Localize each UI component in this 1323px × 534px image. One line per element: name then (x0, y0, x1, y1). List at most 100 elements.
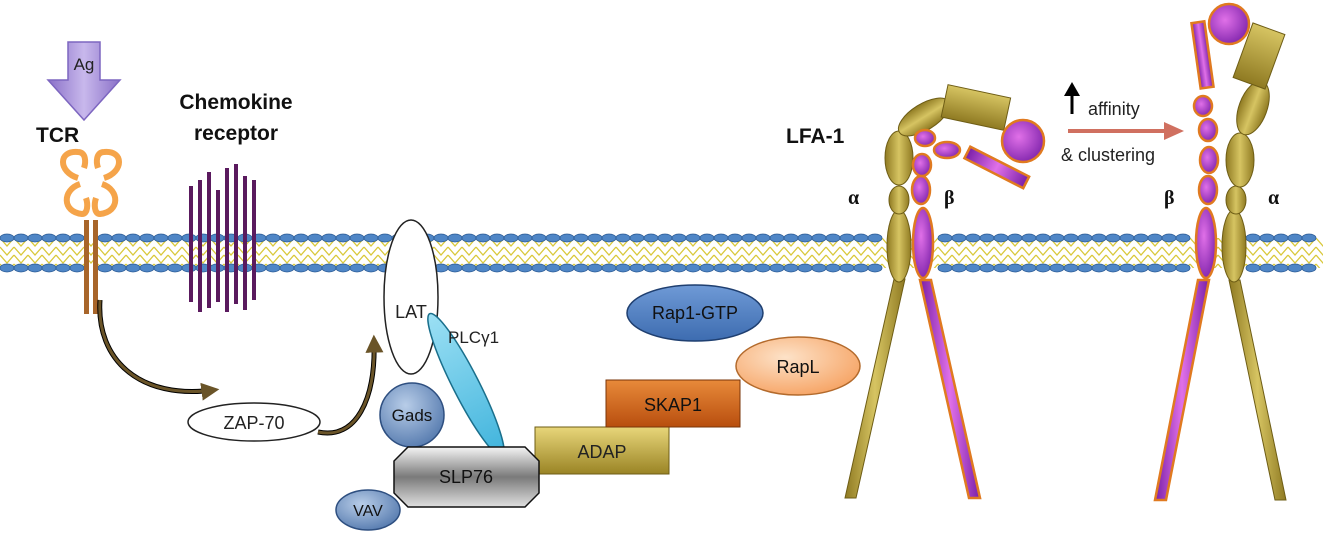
lipid-head (769, 263, 785, 273)
lipid-head (489, 233, 505, 243)
lipid-head (1021, 233, 1037, 243)
lipid-head (643, 233, 659, 243)
lipid-head (629, 233, 645, 243)
lipid-head (853, 263, 869, 273)
lipid-head (657, 233, 673, 243)
lipid-head (825, 233, 841, 243)
lipid-head (1147, 233, 1163, 243)
skap1-node: SKAP1 (605, 379, 741, 428)
lipid-head (993, 263, 1009, 273)
arrow-zap70-to-lat (317, 334, 384, 435)
lipid-head (615, 233, 631, 243)
lipid-head (1245, 263, 1261, 273)
lipid-head (139, 263, 155, 273)
lipid-head (727, 263, 743, 273)
lipid-head (363, 263, 379, 273)
lipid-head (1063, 233, 1079, 243)
lfa1-beta-label: β (944, 187, 955, 209)
lipid-head (13, 263, 29, 273)
lipid-head (349, 233, 365, 243)
lipid-head (1175, 263, 1191, 273)
lipid-head (503, 263, 519, 273)
tcr-transmembrane-right (93, 220, 98, 314)
lipid-head (41, 263, 57, 273)
lipid-head (1063, 263, 1079, 273)
lipid-head (125, 263, 141, 273)
lipid-head (965, 233, 981, 243)
lipid-head (1259, 263, 1275, 273)
lipid-head (1161, 233, 1177, 243)
lipid-head (979, 263, 995, 273)
lipid-head (811, 233, 827, 243)
lipid-head (55, 263, 71, 273)
lipid-head (111, 263, 127, 273)
lipid-head (559, 263, 575, 273)
lipid-head (0, 233, 15, 243)
lipid-head (517, 233, 533, 243)
lipid-head (1245, 233, 1261, 243)
lipid-head (1273, 263, 1289, 273)
chemokine-receptor (189, 164, 256, 312)
chemokine-label-line2: receptor (194, 122, 278, 145)
lipid-head (349, 263, 365, 273)
lipid-head (741, 263, 757, 273)
tcr-label: TCR (36, 124, 79, 147)
rap1gtp-node: Rap1-GTP (626, 284, 764, 342)
lipid-head (433, 233, 449, 243)
lipid-head (461, 233, 477, 243)
clustering-label: & clustering (1061, 145, 1155, 165)
skap1-label: SKAP1 (644, 395, 702, 415)
lipid-head (503, 233, 519, 243)
lipid-head (363, 233, 379, 243)
lipid-head (783, 263, 799, 273)
lipid-head (601, 233, 617, 243)
transition-arrow-head-icon (1164, 122, 1184, 140)
chemokine-helix (189, 186, 193, 302)
lipid-head (167, 263, 183, 273)
lfa1-active-alpha-label: α (1268, 187, 1279, 209)
lipid-head (825, 263, 841, 273)
chemokine-label-line1: Chemokine (179, 91, 292, 114)
lipid-head (307, 233, 323, 243)
lipid-head (475, 263, 491, 273)
lipid-head (573, 233, 589, 243)
gads-node: Gads (379, 382, 445, 448)
arrow-tcr-to-zap70 (98, 299, 220, 401)
chemokine-helix (234, 164, 238, 304)
lipid-head (1007, 233, 1023, 243)
lipid-head (867, 263, 883, 273)
lipid-head (853, 233, 869, 243)
lipid-head (1007, 263, 1023, 273)
lipid-head (587, 233, 603, 243)
zap70-label: ZAP-70 (223, 413, 284, 433)
chemokine-helix (216, 190, 220, 302)
lfa1-active-beta-label: β (1164, 187, 1175, 209)
lipid-head (1077, 233, 1093, 243)
lipid-head (1077, 263, 1093, 273)
lipid-head (279, 263, 295, 273)
lipid-head (307, 263, 323, 273)
lipid-head (713, 263, 729, 273)
lipid-head (447, 263, 463, 273)
lipid-head (951, 233, 967, 243)
lipid-head (1175, 233, 1191, 243)
slp76-node: SLP76 (393, 446, 540, 508)
lipid-head (461, 263, 477, 273)
chemokine-helix (198, 180, 202, 312)
lipid-head (1133, 263, 1149, 273)
lipid-head (615, 263, 631, 273)
lipid-head (69, 263, 85, 273)
vav-label: VAV (353, 503, 383, 520)
lipid-head (1161, 263, 1177, 273)
lipid-head (797, 263, 813, 273)
lipid-head (1287, 233, 1303, 243)
lipid-head (643, 263, 659, 273)
lipid-head (1105, 233, 1121, 243)
lipid-head (447, 233, 463, 243)
lipid-head (279, 233, 295, 243)
lipid-head (293, 263, 309, 273)
lipid-head (1119, 233, 1135, 243)
lipid-head (685, 233, 701, 243)
lipid-head (1091, 233, 1107, 243)
lipid-head (979, 233, 995, 243)
